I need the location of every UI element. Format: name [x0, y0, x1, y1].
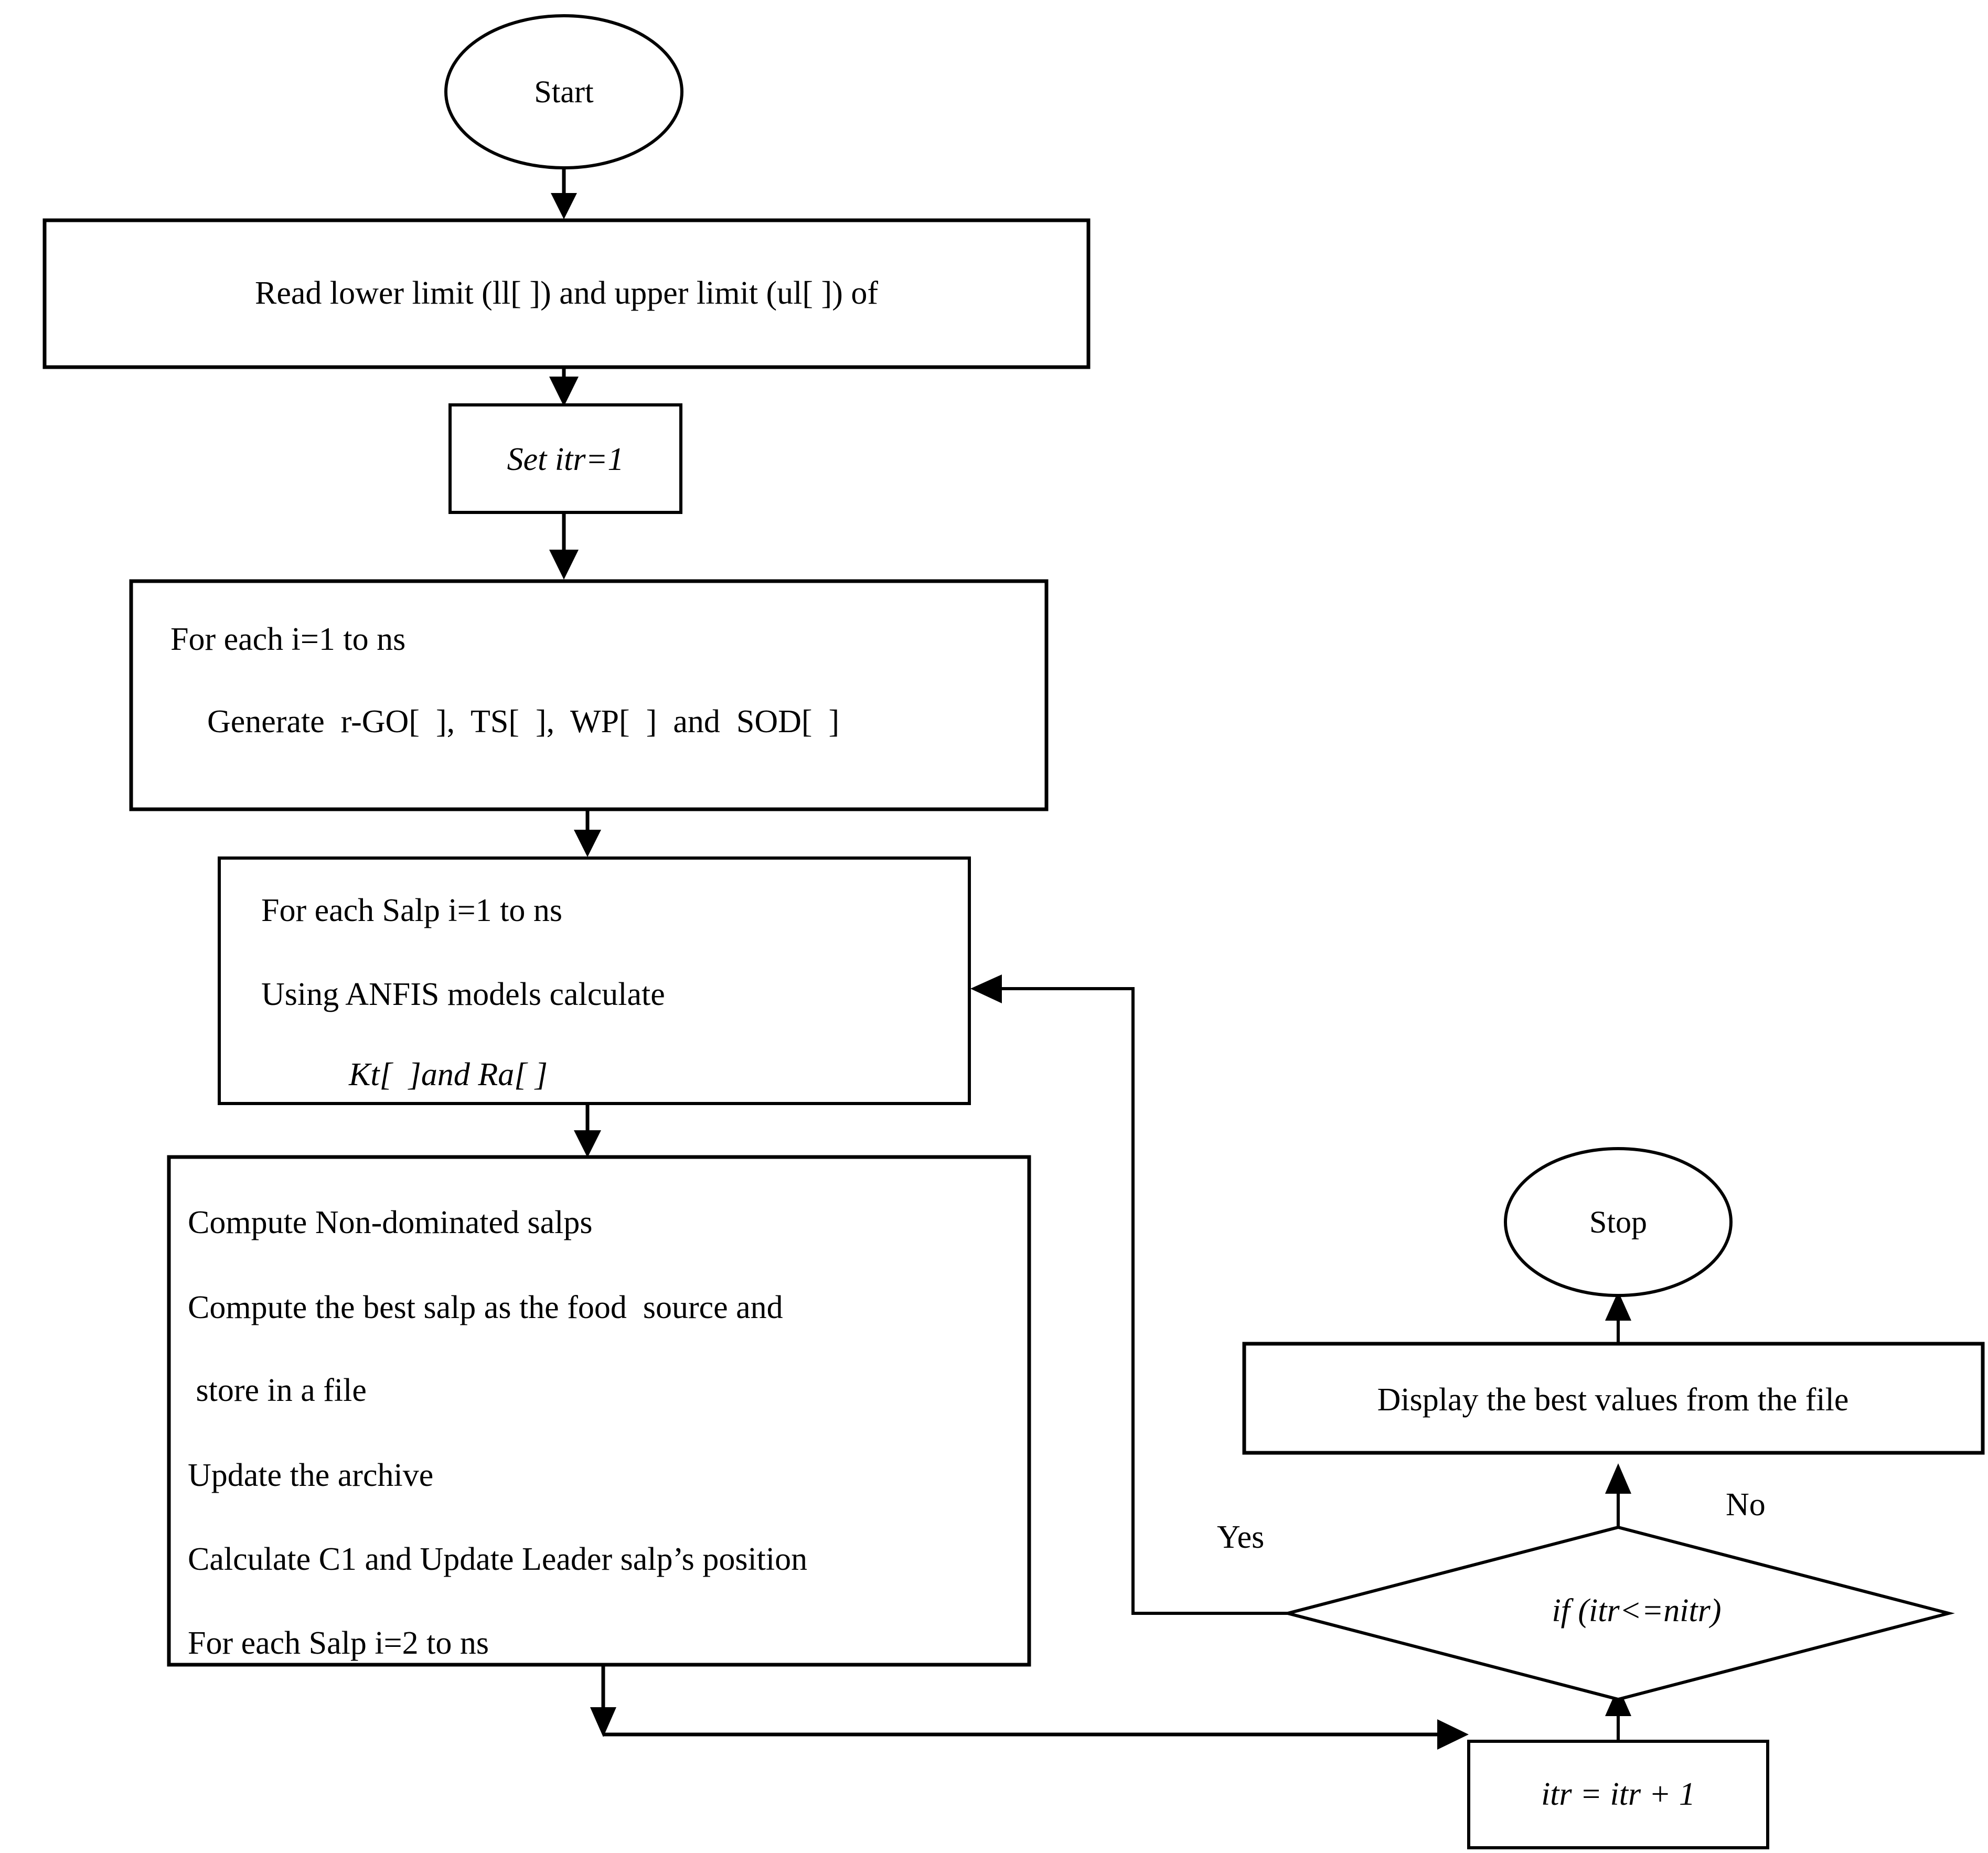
start-terminator-label: Start: [534, 74, 594, 109]
arrowhead-read-to-setitr: [549, 377, 579, 406]
generate-box-shape: [129, 579, 1049, 811]
arrowhead-setitr-to-generate: [549, 550, 579, 580]
set-itr-box-shape: [448, 403, 682, 514]
compute-box-shape: [167, 1155, 1031, 1667]
arrowhead-generate-to-anfis: [574, 830, 601, 857]
compute-line-4: Update the archive: [188, 1458, 434, 1493]
arrowhead-decision-to-display: [1605, 1463, 1631, 1494]
read-limits-label: Read lower limit (ll[ ]) and upper limit…: [255, 275, 878, 311]
stop-terminator-shape: [1504, 1147, 1733, 1297]
arrowhead-display-to-stop: [1605, 1291, 1631, 1321]
start-terminator-shape: [444, 14, 683, 169]
display-label: Display the best values from the file: [1377, 1382, 1849, 1418]
increment-label: itr = itr + 1: [1541, 1776, 1695, 1812]
increment-box-shape: [1467, 1740, 1769, 1849]
stop-terminator-label: Stop: [1589, 1205, 1648, 1239]
decision-label: if (itr<=nitr): [1552, 1593, 1722, 1629]
set-itr-label: Set itr=1: [507, 442, 624, 477]
arrowhead-start-to-read: [551, 193, 577, 219]
arrowhead-anfis-to-compute: [574, 1130, 601, 1158]
compute-line-5: Calculate C1 and Update Leader salp’s po…: [188, 1541, 808, 1577]
connector-yes-loop: [991, 987, 1288, 1615]
generate-line-2: Generate r-GO[ ], TS[ ], WP[ ] and SOD[ …: [207, 704, 840, 740]
anfis-line-1: For each Salp i=1 to ns: [261, 893, 562, 928]
edge-label-yes: Yes: [1217, 1519, 1265, 1555]
arrowhead-compute-to-increment: [1437, 1719, 1469, 1750]
anfis-line-2: Using ANFIS models calculate: [261, 977, 665, 1012]
decision-diamond: [1281, 1525, 1955, 1701]
generate-line-1: For each i=1 to ns: [170, 622, 406, 657]
arrowhead-compute-down: [590, 1707, 616, 1737]
compute-line-3: store in a file: [188, 1373, 367, 1408]
arrowhead-increment-to-decision: [1605, 1686, 1631, 1716]
compute-line-2: Compute the best salp as the food source…: [188, 1290, 783, 1325]
display-box-shape: [1242, 1342, 1985, 1455]
anfis-box-shape: [218, 856, 971, 1105]
anfis-line-3: Kt[ ]and Ra[ ]: [349, 1057, 548, 1092]
read-limits-box-shape: [42, 218, 1091, 369]
compute-line-6: For each Salp i=2 to ns: [188, 1625, 489, 1661]
edge-label-no: No: [1726, 1487, 1766, 1523]
compute-line-1: Compute Non-dominated salps: [188, 1205, 593, 1240]
arrowhead-yes-loop: [970, 974, 1002, 1003]
